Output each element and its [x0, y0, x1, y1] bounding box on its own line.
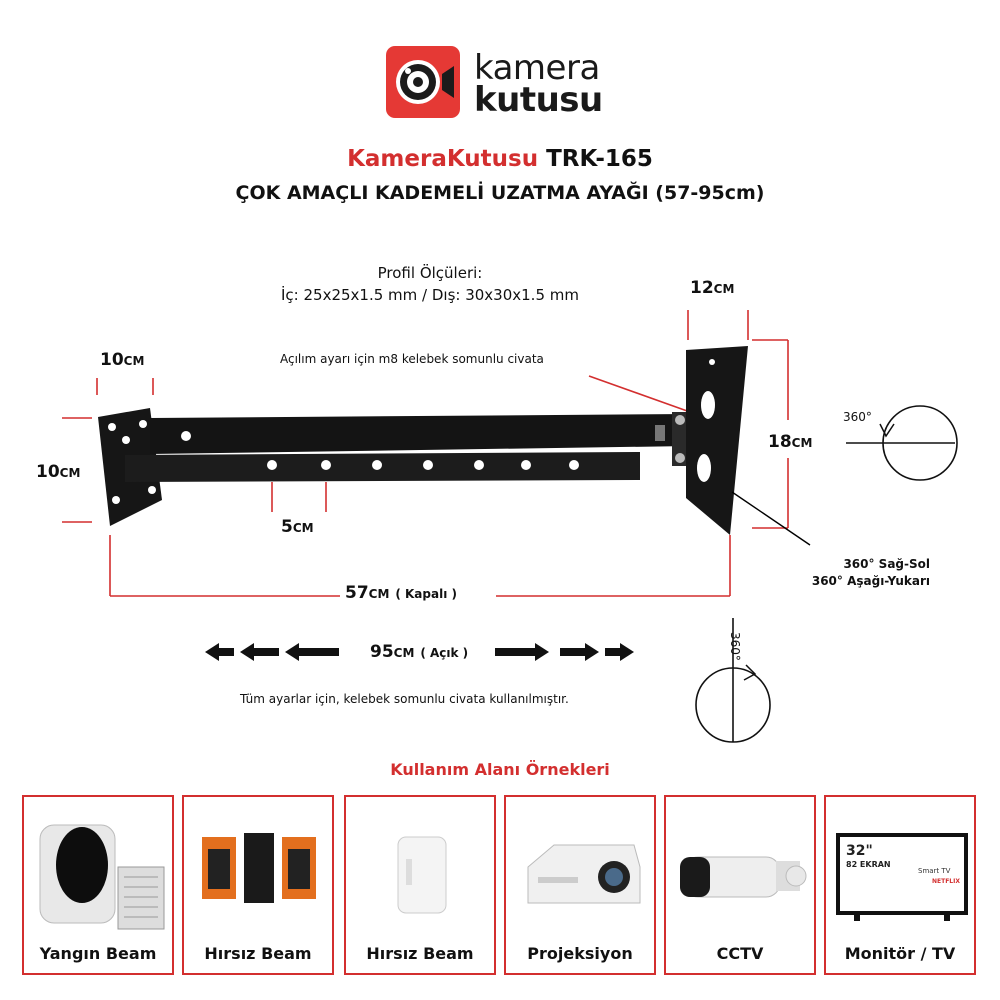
closed-length: 57CM ( Kapalı ) [345, 583, 457, 603]
usage-card-cctv: CCTV [664, 795, 816, 975]
bolt-note: Açılım ayarı için m8 kelebek somunlu civ… [280, 352, 544, 366]
open-length: 95CM ( Açık ) [370, 642, 469, 662]
model-name: TRK-165 [546, 146, 653, 172]
usage-card-tv: 32" 82 EKRAN Smart TV NETFLIX Monitör / … [824, 795, 976, 975]
rotation-label-v: 360° [728, 632, 742, 661]
dim-left-side: 10CM [36, 462, 81, 482]
profile-dims: İç: 25x25x1.5 mm / Dış: 30x30x1.5 mm [281, 286, 579, 304]
rotation-label-h: 360° [843, 410, 872, 424]
brand-logo [386, 46, 460, 118]
usage-card-beam-sensor: Hırsız Beam [182, 795, 334, 975]
usage-card-fire-beam: Yangın Beam [22, 795, 174, 975]
product-title: KameraKutusu TRK-165 [0, 146, 1000, 172]
usage-label: Yangın Beam [39, 944, 157, 963]
dim-hole-spacing: 5CM [281, 517, 314, 537]
usage-label: Monitör / TV [844, 944, 956, 963]
tv-app: NETFLIX [932, 878, 960, 885]
usage-label: Hırsız Beam [366, 944, 474, 963]
bracket-diagram [62, 310, 958, 743]
dim-left-top: 10CM [100, 350, 145, 370]
tv-screen-text: 82 EKRAN [846, 860, 891, 869]
logo-line1: kamera [474, 48, 600, 88]
beam-sensor-icon [202, 833, 316, 903]
product-subtitle: ÇOK AMAÇLI KADEMELİ UZATMA AYAĞI (57-95c… [235, 182, 765, 204]
logo-wordmark: kamera kutusu [474, 48, 603, 120]
profile-dimensions: Profil Ölçüleri: İç: 25x25x1.5 mm / Dış:… [200, 262, 660, 306]
rotation-note: 360° Sağ-Sol 360° Aşağı-Yukarı [811, 557, 930, 588]
camera-icon [396, 60, 454, 104]
tv-brand: Smart TV [918, 867, 951, 875]
logo-line2: kutusu [474, 80, 603, 120]
usage-card-motion-sensor: Hırsız Beam [344, 795, 496, 975]
right-mount-plate [686, 346, 748, 535]
profile-heading: Profil Ölçüleri: [377, 264, 483, 282]
usage-label: Hırsız Beam [204, 944, 312, 963]
fire-beam-icon [39, 824, 165, 930]
cctv-camera-icon [680, 856, 807, 898]
smart-tv-icon: 32" 82 EKRAN Smart TV NETFLIX [836, 833, 968, 921]
dim-right-side: 18CM [768, 432, 813, 452]
motion-sensor-icon [397, 836, 447, 914]
tv-size: 32" [846, 843, 873, 859]
inner-tube [125, 452, 640, 482]
outer-tube [150, 414, 690, 454]
footer-note: Tüm ayarlar için, kelebek somunlu civata… [240, 692, 569, 706]
usage-card-projector: Projeksiyon [504, 795, 656, 975]
projector-icon [527, 844, 641, 904]
brand-name: KameraKutusu [347, 146, 539, 172]
usage-heading: Kullanım Alanı Örnekleri [390, 760, 610, 779]
direction-arrows [205, 643, 634, 661]
usage-label: CCTV [716, 944, 764, 963]
usage-label: Projeksiyon [527, 944, 633, 963]
dim-right-top: 12CM [690, 278, 735, 298]
